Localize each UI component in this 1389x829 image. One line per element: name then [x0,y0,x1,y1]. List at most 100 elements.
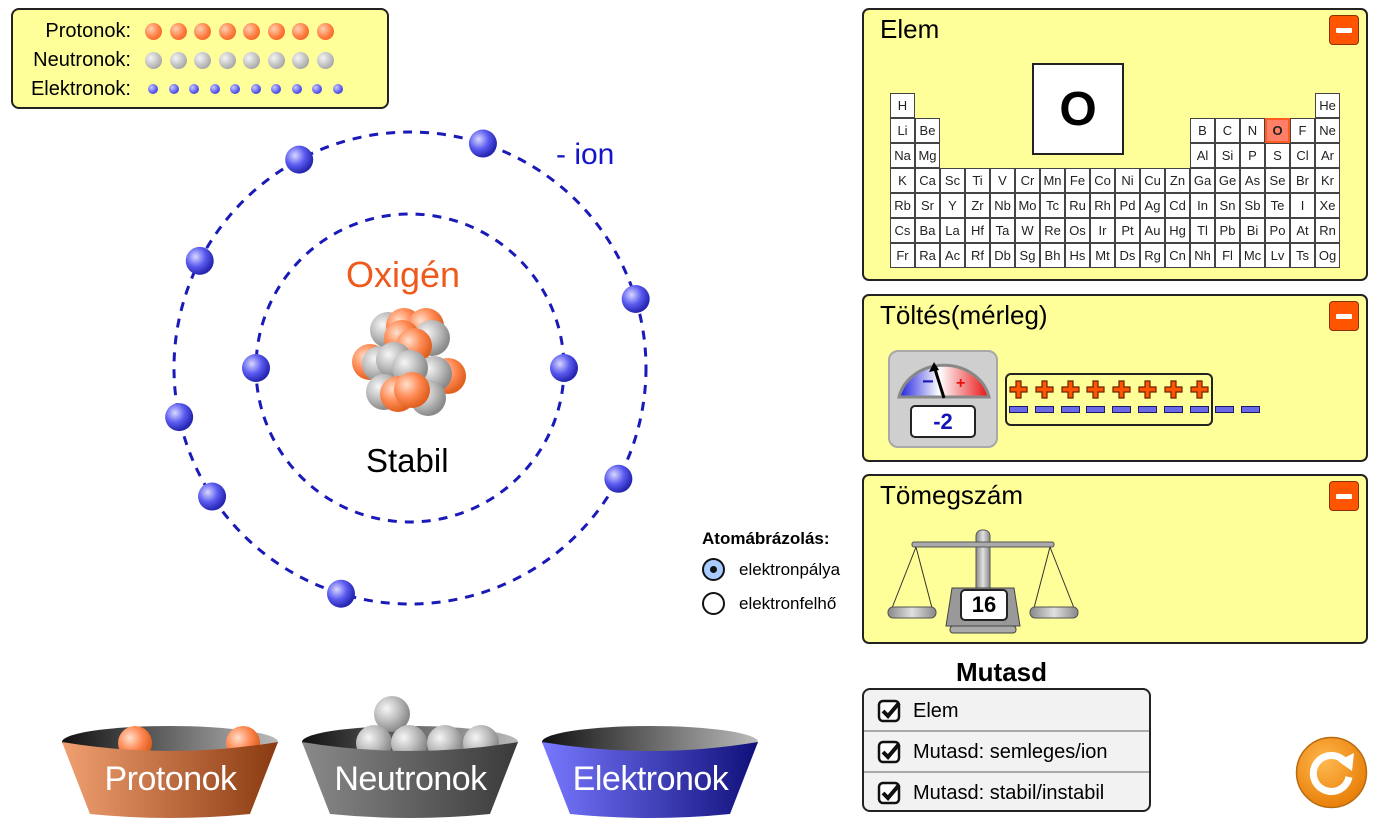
element-cell-ge[interactable]: Ge [1215,168,1240,193]
element-cell-ca[interactable]: Ca [915,168,940,193]
element-cell-la[interactable]: La [940,218,965,243]
element-cell-zn[interactable]: Zn [1165,168,1190,193]
show-option-neutral-ion[interactable]: Mutasd: semleges/ion [864,732,1149,772]
element-cell-s[interactable]: S [1265,143,1290,168]
proton[interactable] [394,372,430,408]
element-cell-f[interactable]: F [1290,118,1315,143]
element-cell-p[interactable]: P [1240,143,1265,168]
element-cell-rf[interactable]: Rf [965,243,990,268]
charge-panel-collapse-button[interactable] [1329,301,1359,331]
element-cell-ir[interactable]: Ir [1090,218,1115,243]
element-cell-ds[interactable]: Ds [1115,243,1140,268]
element-cell-co[interactable]: Co [1090,168,1115,193]
element-cell-mc[interactable]: Mc [1240,243,1265,268]
electron[interactable] [468,129,497,158]
element-cell-og[interactable]: Og [1315,243,1340,268]
element-cell-fr[interactable]: Fr [890,243,915,268]
electron[interactable] [327,579,356,608]
element-cell-in[interactable]: In [1190,193,1215,218]
element-cell-pt[interactable]: Pt [1115,218,1140,243]
electron[interactable] [242,354,270,382]
neutron-bucket[interactable]: Neutronok [298,696,523,821]
element-cell-v[interactable]: V [990,168,1015,193]
radio-orbit-button[interactable] [702,558,725,581]
element-cell-ba[interactable]: Ba [915,218,940,243]
element-cell-ru[interactable]: Ru [1065,193,1090,218]
element-cell-lv[interactable]: Lv [1265,243,1290,268]
element-cell-se[interactable]: Se [1265,168,1290,193]
element-cell-ag[interactable]: Ag [1140,193,1165,218]
element-cell-au[interactable]: Au [1140,218,1165,243]
element-cell-mo[interactable]: Mo [1015,193,1040,218]
element-cell-pd[interactable]: Pd [1115,193,1140,218]
show-option-stable[interactable]: Mutasd: stabil/instabil [864,773,1149,810]
element-cell-mt[interactable]: Mt [1090,243,1115,268]
electron[interactable] [604,464,633,493]
element-cell-cd[interactable]: Cd [1165,193,1190,218]
checkbox-checked-icon[interactable] [877,698,903,724]
element-cell-cl[interactable]: Cl [1290,143,1315,168]
element-cell-xe[interactable]: Xe [1315,193,1340,218]
element-cell-sr[interactable]: Sr [915,193,940,218]
element-cell-sc[interactable]: Sc [940,168,965,193]
element-cell-ra[interactable]: Ra [915,243,940,268]
element-cell-po[interactable]: Po [1265,218,1290,243]
element-cell-w[interactable]: W [1015,218,1040,243]
element-cell-be[interactable]: Be [915,118,940,143]
element-cell-rb[interactable]: Rb [890,193,915,218]
electron[interactable] [285,145,314,174]
element-cell-os[interactable]: Os [1065,218,1090,243]
reset-button[interactable] [1294,735,1369,810]
element-cell-ac[interactable]: Ac [940,243,965,268]
element-cell-bi[interactable]: Bi [1240,218,1265,243]
element-cell-bh[interactable]: Bh [1040,243,1065,268]
element-cell-mg[interactable]: Mg [915,143,940,168]
radio-cloud[interactable]: elektronfelhő [702,592,836,615]
element-cell-h[interactable]: H [890,93,915,118]
checkbox-checked-icon[interactable] [877,780,903,806]
element-cell-fe[interactable]: Fe [1065,168,1090,193]
element-cell-sg[interactable]: Sg [1015,243,1040,268]
element-cell-c[interactable]: C [1215,118,1240,143]
element-cell-n[interactable]: N [1240,118,1265,143]
show-option-element[interactable]: Elem [864,691,1149,731]
element-cell-hg[interactable]: Hg [1165,218,1190,243]
element-cell-ne[interactable]: Ne [1315,118,1340,143]
mass-panel-collapse-button[interactable] [1329,481,1359,511]
nucleus[interactable] [352,308,466,416]
element-cell-as[interactable]: As [1240,168,1265,193]
element-cell-al[interactable]: Al [1190,143,1215,168]
electron[interactable] [621,285,650,314]
element-cell-ti[interactable]: Ti [965,168,990,193]
element-cell-pb[interactable]: Pb [1215,218,1240,243]
element-cell-cr[interactable]: Cr [1015,168,1040,193]
element-cell-he[interactable]: He [1315,93,1340,118]
element-cell-k[interactable]: K [890,168,915,193]
radio-orbit[interactable]: elektronpálya [702,558,840,581]
electron-bucket[interactable]: Elektronok [538,696,763,821]
element-cell-tc[interactable]: Tc [1040,193,1065,218]
element-cell-ga[interactable]: Ga [1190,168,1215,193]
element-cell-ta[interactable]: Ta [990,218,1015,243]
electrons[interactable] [165,129,650,608]
electron[interactable] [550,354,578,382]
element-cell-nh[interactable]: Nh [1190,243,1215,268]
element-panel-collapse-button[interactable] [1329,15,1359,45]
element-cell-tl[interactable]: Tl [1190,218,1215,243]
element-cell-br[interactable]: Br [1290,168,1315,193]
element-cell-cs[interactable]: Cs [890,218,915,243]
element-cell-y[interactable]: Y [940,193,965,218]
radio-cloud-label[interactable]: elektronfelhő [739,593,837,613]
element-cell-kr[interactable]: Kr [1315,168,1340,193]
element-cell-si[interactable]: Si [1215,143,1240,168]
element-cell-ts[interactable]: Ts [1290,243,1315,268]
element-cell-cn[interactable]: Cn [1165,243,1190,268]
radio-cloud-button[interactable] [702,592,725,615]
electron[interactable] [198,482,227,511]
element-cell-zr[interactable]: Zr [965,193,990,218]
element-cell-o[interactable]: O [1265,118,1290,143]
element-cell-hf[interactable]: Hf [965,218,990,243]
radio-orbit-label[interactable]: elektronpálya [739,559,841,579]
electron[interactable] [185,246,214,275]
element-cell-rh[interactable]: Rh [1090,193,1115,218]
